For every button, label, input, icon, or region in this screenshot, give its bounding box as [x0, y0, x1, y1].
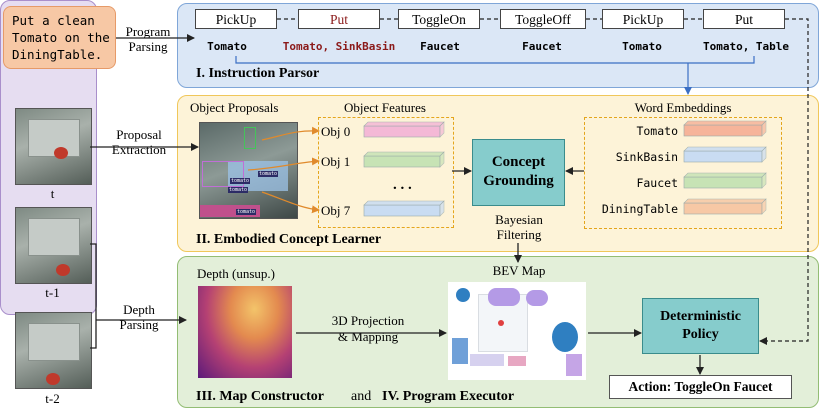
object-features-box: [318, 117, 454, 228]
word-embeddings-title: Word Embeddings: [634, 100, 732, 115]
depth-title: Depth (unsup.): [197, 266, 275, 281]
object-proposals-title: Object Proposals: [190, 100, 279, 115]
program-parsing-label: Program Parsing: [125, 24, 171, 54]
program-arg-6: Tomato, Table: [702, 40, 790, 53]
word-label-sinkbasin: SinkBasin: [615, 150, 678, 164]
program-step-1: PickUp: [195, 9, 277, 29]
obj-label-1: Obj 1: [321, 154, 351, 169]
frame-label-t-1: t-1: [45, 285, 60, 300]
frame-t-2: [15, 312, 92, 389]
sink-shape: [28, 323, 80, 361]
action-box: Action: ToggleOn Faucet: [609, 375, 792, 399]
sink-shape: [28, 218, 80, 256]
object-proposals-image: tomato tomato tomato tomato: [199, 122, 298, 219]
depth-parsing-label: Depth Parsing: [119, 302, 159, 332]
bayesian-filtering-label: Bayesian Filtering: [495, 212, 543, 242]
section-title-parser: I. Instruction Parsor: [196, 66, 320, 81]
section-title-concept: II. Embodied Concept Learner: [196, 232, 382, 247]
program-step-2: Put: [298, 9, 380, 29]
concept-grounding-box: Concept Grounding: [472, 139, 565, 206]
word-label-faucet: Faucet: [636, 176, 678, 190]
depth-parsing-arrow: [90, 243, 187, 349]
frame-t-1: [15, 207, 92, 284]
program-arg-5: Tomato: [622, 40, 662, 53]
section-title-map: III. Map Constructor: [196, 389, 324, 404]
proposal-extraction-label: Proposal Extraction: [111, 127, 167, 157]
detection-label: tomato: [258, 171, 279, 177]
sink-shape: [28, 119, 80, 157]
features-ellipsis: . . .: [393, 177, 412, 193]
bev-map-title: BEV Map: [492, 263, 546, 278]
frame-label-t-2: t-2: [45, 391, 60, 406]
detection-label: tomato: [230, 178, 251, 184]
detection-label: tomato: [228, 187, 249, 193]
bev-map-image: [448, 282, 586, 380]
section-title-and: and: [351, 389, 372, 404]
word-label-tomato: Tomato: [636, 124, 678, 138]
program-step-4: ToggleOff: [500, 9, 586, 29]
tomato-shape: [46, 373, 60, 385]
depth-image: [198, 286, 292, 378]
tomato-shape: [56, 264, 70, 276]
program-arg-2: Tomato, SinkBasin: [282, 40, 396, 53]
program-step-5: PickUp: [602, 9, 684, 29]
deterministic-policy-box: Deterministic Policy: [642, 298, 759, 354]
program-arg-1: Tomato: [207, 40, 247, 53]
projection-mapping-label: 3D Projection & Mapping: [331, 313, 405, 344]
program-step-6: Put: [703, 9, 785, 29]
instruction-box: Put a clean Tomato on the DiningTable.: [3, 6, 116, 69]
frame-t: [15, 108, 92, 185]
program-step-3: ToggleOn: [398, 9, 480, 29]
object-features-title: Object Features: [344, 100, 426, 115]
obj-label-0: Obj 0: [321, 124, 351, 139]
tomato-shape: [54, 147, 68, 159]
section-title-executor: IV. Program Executor: [382, 389, 515, 404]
frame-label-t: t: [50, 186, 55, 201]
word-label-diningtable: DiningTable: [601, 202, 678, 216]
obj-label-7: Obj 7: [321, 203, 351, 218]
program-arg-3: Faucet: [420, 40, 460, 53]
program-arg-4: Faucet: [522, 40, 562, 53]
detection-label: tomato: [236, 209, 257, 215]
